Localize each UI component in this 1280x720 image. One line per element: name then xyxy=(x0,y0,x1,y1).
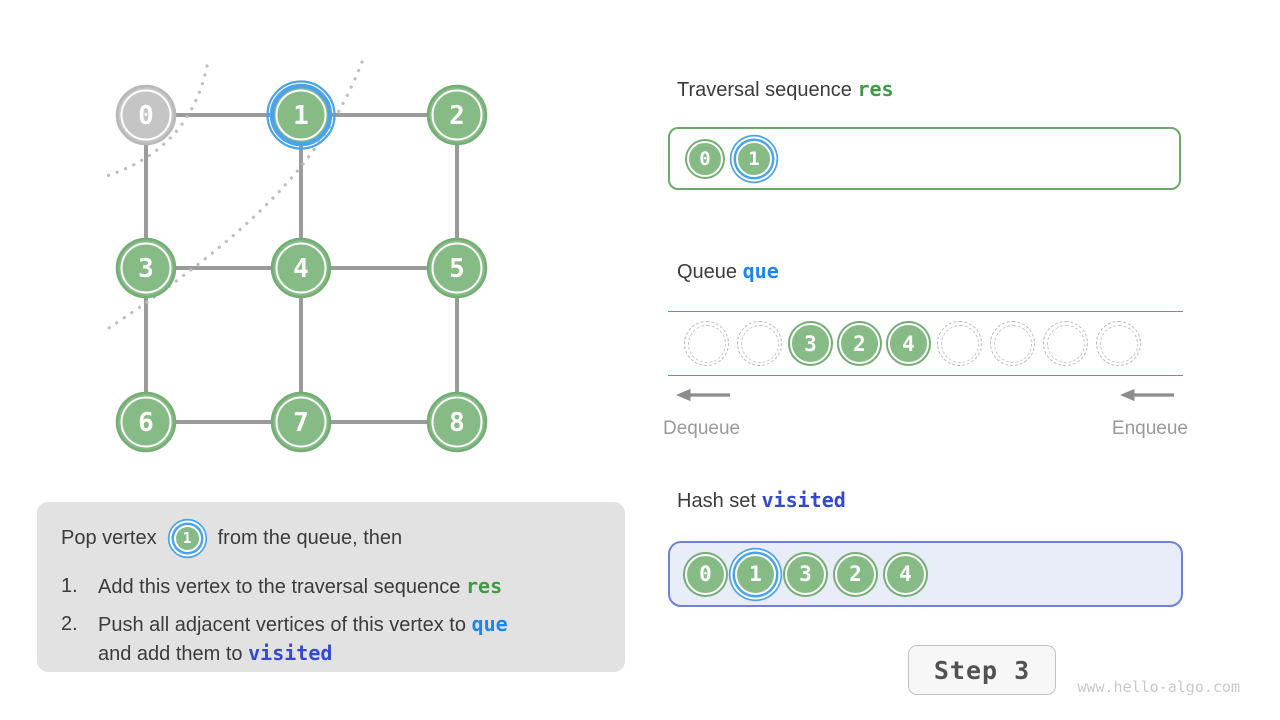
step-1-text: Add this vertex to the traversal sequenc… xyxy=(98,576,461,598)
visited-item-current: 1 xyxy=(735,553,776,595)
res-item-1-current: 1 xyxy=(736,140,772,177)
svg-text:3: 3 xyxy=(138,254,154,284)
svg-text:4: 4 xyxy=(293,254,309,284)
traversal-title: Traversal sequence xyxy=(677,79,852,101)
hashset-box: 0 1 3 2 4 xyxy=(668,541,1183,607)
queue-item: 2 xyxy=(839,323,880,364)
step-label: Step 3 xyxy=(933,655,1031,685)
traversal-sequence-box: 0 1 xyxy=(668,127,1181,190)
res-item-0: 0 xyxy=(687,140,723,177)
res-code-token: res xyxy=(857,77,894,101)
step-2-text: Push all adjacent vertices of this verte… xyxy=(98,614,466,636)
intro-suffix: from the queue, then xyxy=(217,526,403,549)
que-code-token: que xyxy=(742,259,779,283)
step-2-que-token: que xyxy=(471,612,508,636)
watermark: www.hello-algo.com xyxy=(1077,678,1240,696)
step-1-res-token: res xyxy=(465,574,503,598)
intro-prefix: Pop vertex xyxy=(61,526,157,549)
step-indicator-button[interactable]: Step 3 xyxy=(908,645,1056,695)
graph-vertex-5: 5 xyxy=(426,237,488,299)
queue-item: 3 xyxy=(790,323,831,364)
queue-empty-slot xyxy=(737,321,782,366)
graph-vertex-4: 4 xyxy=(270,237,332,299)
queue-empty-slot xyxy=(1096,321,1141,366)
queue-item: 4 xyxy=(888,323,929,364)
queue-heading: Queue que xyxy=(677,259,779,284)
graph-vertex-3: 3 xyxy=(115,237,177,299)
graph-vertex-0: 0 xyxy=(115,84,177,146)
visited-item: 2 xyxy=(835,553,876,595)
svg-text:2: 2 xyxy=(449,101,465,131)
step-2-visited-token: visited xyxy=(248,641,333,665)
visited-item: 3 xyxy=(785,553,826,595)
enqueue-label: Enqueue xyxy=(1111,418,1188,439)
graph-vertex-7: 7 xyxy=(270,391,332,453)
intro-vertex-chip: 1 xyxy=(173,524,201,552)
step-2-number: 2. xyxy=(61,613,78,635)
hashset-title: Hash set xyxy=(677,490,756,512)
instruction-panel: Pop vertex 1 from the queue, then 1. Add… xyxy=(37,502,625,672)
graph-vertex-1-current: 1 xyxy=(266,80,336,150)
instruction-step-1: 1. Add this vertex to the traversal sequ… xyxy=(61,572,603,601)
svg-text:8: 8 xyxy=(449,408,465,438)
graph-vertex-6: 6 xyxy=(115,391,177,453)
instruction-intro: Pop vertex 1 from the queue, then xyxy=(61,516,603,560)
queue-empty-slot xyxy=(990,321,1035,366)
svg-text:1: 1 xyxy=(293,101,309,131)
svg-text:0: 0 xyxy=(138,101,154,131)
visited-item: 4 xyxy=(885,553,926,595)
step-1-number: 1. xyxy=(61,575,78,597)
graph-vertex-8: 8 xyxy=(426,391,488,453)
visited-code-token: visited xyxy=(761,488,846,512)
enqueue-arrow-icon xyxy=(1119,388,1175,402)
queue-title: Queue xyxy=(677,261,738,283)
wavefront-arc-level1 xyxy=(98,64,209,180)
instruction-step-2: 2. Push all adjacent vertices of this ve… xyxy=(61,610,603,668)
instruction-steps: 1. Add this vertex to the traversal sequ… xyxy=(61,572,603,668)
queue-box: 3 2 4 xyxy=(668,311,1183,376)
queue-empty-slot xyxy=(937,321,982,366)
dequeue-arrow-icon xyxy=(675,388,731,402)
dequeue-label: Dequeue xyxy=(663,418,741,439)
graph-vertex-2: 2 xyxy=(426,84,488,146)
queue-empty-slot xyxy=(1043,321,1088,366)
bfs-wavefront-arcs xyxy=(98,60,364,334)
step-2-text-2: and add them to xyxy=(98,643,243,665)
traversal-heading: Traversal sequence res xyxy=(677,77,894,102)
svg-text:5: 5 xyxy=(449,254,465,284)
queue-empty-slot xyxy=(684,321,729,366)
hashset-heading: Hash set visited xyxy=(677,488,846,513)
visited-item: 0 xyxy=(685,553,726,595)
graph-canvas: 0 1 2 3 4 5 xyxy=(98,60,488,453)
svg-text:6: 6 xyxy=(138,408,154,438)
svg-text:7: 7 xyxy=(293,408,309,438)
